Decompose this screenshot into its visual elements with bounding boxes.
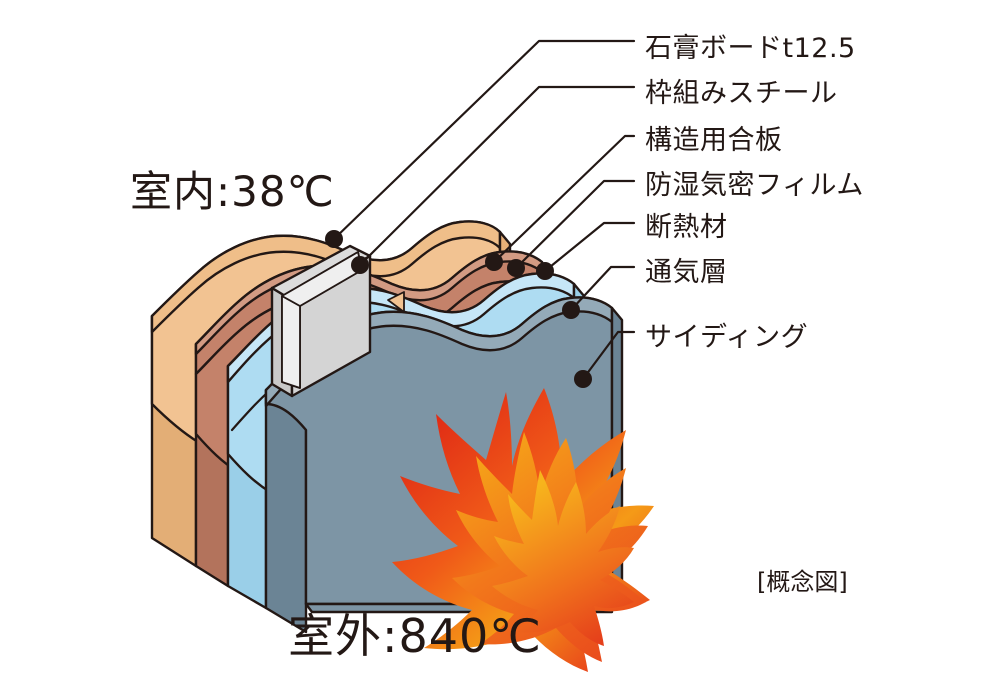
callout-dot-insulation xyxy=(536,262,554,280)
outdoor-temperature-label: 室外:840℃ xyxy=(288,609,542,663)
indoor-temperature-label: 室内:38℃ xyxy=(130,167,335,216)
leader-lines xyxy=(332,39,636,381)
callout-label-structural-ply: 構造用合板 xyxy=(645,125,783,156)
callout-dots xyxy=(325,230,592,388)
callout-dot-siding xyxy=(574,370,592,388)
callout-label-air-layer: 通気層 xyxy=(645,257,728,288)
steel-stud-frame xyxy=(270,244,405,398)
callout-label-vapor-film: 防湿気密フィルム xyxy=(645,170,864,201)
diagram-caption: [概念図] xyxy=(757,568,848,596)
flame-graphic xyxy=(392,388,654,672)
callout-dot-structural-ply xyxy=(485,253,503,271)
callout-dot-gypsum-board xyxy=(325,230,343,248)
callout-label-insulation: 断熱材 xyxy=(645,212,728,243)
callout-dot-vapor-film xyxy=(507,259,525,277)
callout-label-gypsum-board: 石膏ボードt12.5 xyxy=(645,33,856,64)
callout-dot-steel-frame xyxy=(351,256,369,274)
callout-label-steel-frame: 枠組みスチール xyxy=(645,78,838,109)
callout-label-siding: サイディング xyxy=(645,322,809,353)
callout-dot-air-layer xyxy=(562,301,580,319)
